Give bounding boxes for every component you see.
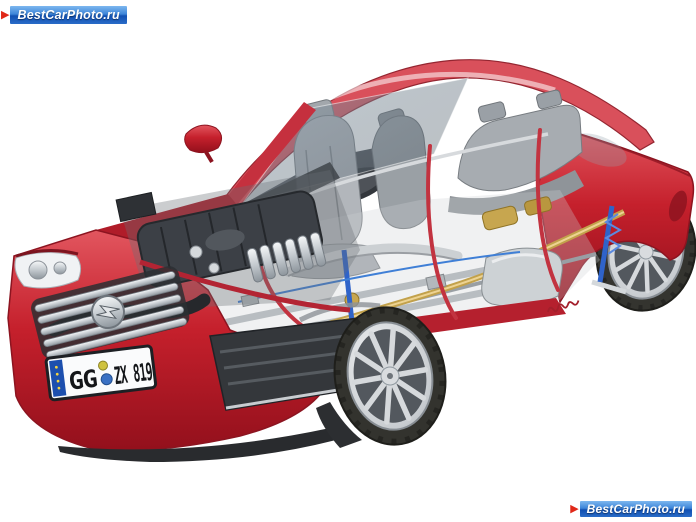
arrow-icon: ▶ (1, 8, 10, 21)
a-pillar (226, 102, 316, 206)
suspension-arm (298, 302, 381, 323)
rear-rocker-chrome (591, 279, 627, 295)
engine-cover (136, 190, 323, 288)
rear-window-glass (569, 133, 627, 167)
headlight (14, 249, 82, 289)
grille (31, 266, 190, 359)
inspection-seal (100, 373, 113, 386)
b-pillar (426, 144, 458, 320)
opel-blitz-icon (96, 304, 120, 320)
front-damper (341, 249, 355, 323)
rear-headrest-left (477, 101, 507, 123)
muffler (481, 205, 519, 231)
arrow-icon: ▶ (570, 502, 579, 515)
watermark-bottom-right: ▶ BestCarPhoto.ru (570, 501, 692, 517)
eu-band (49, 359, 67, 397)
front-wheel (333, 306, 447, 446)
rear-headrest-right (536, 89, 563, 110)
intake-runners (246, 232, 327, 283)
rear-door-frame (535, 128, 560, 292)
registration-seal (97, 360, 108, 371)
watermark-text: BestCarPhoto.ru (10, 6, 127, 24)
tire-tread (334, 307, 446, 445)
watermark-text: BestCarPhoto.ru (579, 501, 692, 517)
tail-lamp (668, 190, 688, 222)
fuel-tank (481, 247, 563, 308)
plate-prefix: GG (67, 364, 99, 395)
rear-seat-back (457, 104, 583, 192)
projector-lens (28, 260, 48, 280)
artist-signature (547, 300, 580, 313)
rear-seat-cushion (448, 170, 584, 215)
roof-highlight (298, 71, 556, 115)
license-plate: GG ZX 819 (44, 344, 158, 402)
rear-coil-spring (603, 213, 623, 255)
battery (115, 191, 157, 223)
watermark-top-left: ▶ BestCarPhoto.ru (1, 6, 127, 24)
plate-suffix: ZX 819 (113, 358, 154, 390)
side-mirror (184, 124, 222, 164)
arch-liner (316, 402, 362, 448)
front-splitter (58, 428, 336, 462)
